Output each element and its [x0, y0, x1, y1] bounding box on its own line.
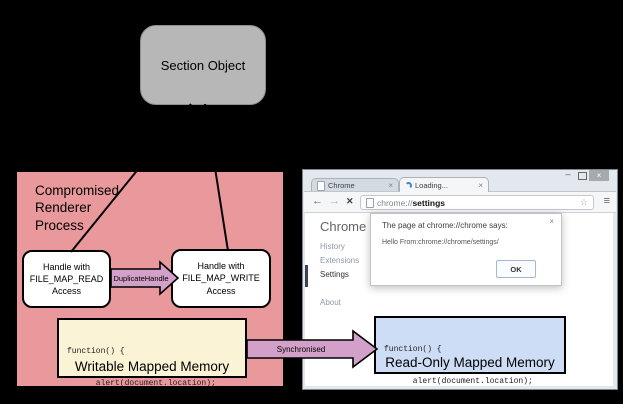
ok-button[interactable]: OK	[496, 260, 536, 278]
writable-mapped-memory-box: function() { alert(document.location); }…	[57, 318, 247, 388]
bookmark-star-icon[interactable]: ☆	[579, 197, 588, 207]
maximize-button[interactable]	[575, 170, 589, 181]
handle-write-line: FILE_MAP_WRITE	[182, 273, 260, 284]
handle-read-line: Handle with	[42, 261, 91, 272]
handle-write-line: Access	[206, 285, 236, 296]
tab-label: Chrome	[328, 181, 355, 190]
readonly-mapped-memory-box: function() { alert(document.location); }…	[374, 316, 566, 386]
alert-dialog: The page at chrome://chrome says: × Hell…	[370, 213, 562, 286]
section-object-node: Section Object	[140, 25, 266, 105]
renderer-title-line: Renderer	[35, 200, 92, 216]
writable-memory-code: function() { alert(document.location); }	[67, 325, 216, 404]
url-scheme: chrome://	[377, 197, 413, 208]
handle-write-line: Handle with	[197, 261, 245, 272]
renderer-process-title: Compromised Renderer Process	[35, 182, 119, 234]
alert-dialog-title: The page at chrome://chrome says:	[382, 221, 508, 230]
url-path: settings	[412, 197, 446, 208]
section-object-label: Section Object	[160, 57, 246, 73]
settings-selected-indicator	[305, 265, 308, 287]
readonly-memory-code: function() { alert(document.location); }	[384, 323, 533, 404]
renderer-title-line: Process	[35, 217, 84, 233]
url-text: chrome://settings	[377, 198, 445, 208]
browser-window: – × Chrome × Loading... × ← → ✕	[302, 169, 618, 390]
readonly-memory-label: Read-Only Mapped Memory	[385, 355, 555, 370]
code-line: alert(document.location);	[384, 376, 533, 386]
code-line: alert(document.location);	[67, 378, 216, 388]
sidebar-item-extensions[interactable]: Extensions	[320, 256, 360, 265]
page-icon	[366, 197, 374, 208]
sidebar-item-settings[interactable]: Settings	[320, 270, 349, 279]
settings-page-title: Chrome	[320, 219, 367, 234]
tab-label: Loading...	[415, 180, 448, 190]
tab-close-icon[interactable]: ×	[478, 180, 483, 190]
dialog-close-icon[interactable]: ×	[549, 217, 554, 226]
alert-dialog-message: Hello From:chrome://chrome/settings/	[382, 239, 499, 246]
minimize-button[interactable]: –	[565, 169, 571, 179]
writable-memory-label: Writable Mapped Memory	[74, 359, 230, 374]
handle-read-node: Handle with FILE_MAP_READ Access	[22, 250, 111, 308]
address-bar[interactable]: chrome://settings ☆	[360, 195, 594, 210]
back-button[interactable]: ←	[312, 195, 323, 207]
close-window-button[interactable]: ×	[589, 170, 609, 181]
loading-spinner-icon	[405, 181, 412, 189]
forward-button[interactable]: →	[329, 195, 340, 207]
renderer-title-line: Compromised	[35, 183, 120, 198]
page-favicon-icon	[317, 180, 325, 191]
code-line: function() {	[384, 344, 442, 354]
handle-read-line: Access	[51, 286, 81, 297]
browser-content: Chrome History Extensions Settings About…	[305, 213, 613, 386]
tab-close-icon[interactable]: ×	[388, 181, 393, 190]
maximize-icon	[577, 171, 587, 180]
hamburger-menu-icon[interactable]: ≡	[603, 195, 611, 207]
tab-loading[interactable]: Loading... ×	[399, 177, 489, 192]
stop-button[interactable]: ✕	[346, 196, 354, 206]
browser-toolbar: ← → ✕ chrome://settings ☆ ≡	[304, 191, 616, 213]
sidebar-item-about[interactable]: About	[320, 298, 341, 307]
sidebar-item-history[interactable]: History	[320, 242, 345, 251]
code-line: function() {	[67, 346, 125, 356]
tab-chrome[interactable]: Chrome ×	[311, 178, 399, 192]
tab-strip: Chrome × Loading... ×	[311, 177, 489, 192]
window-controls: – ×	[561, 170, 609, 181]
handle-read-line: FILE_MAP_READ	[29, 273, 104, 284]
handle-write-node: Handle with FILE_MAP_WRITE Access	[171, 249, 271, 308]
